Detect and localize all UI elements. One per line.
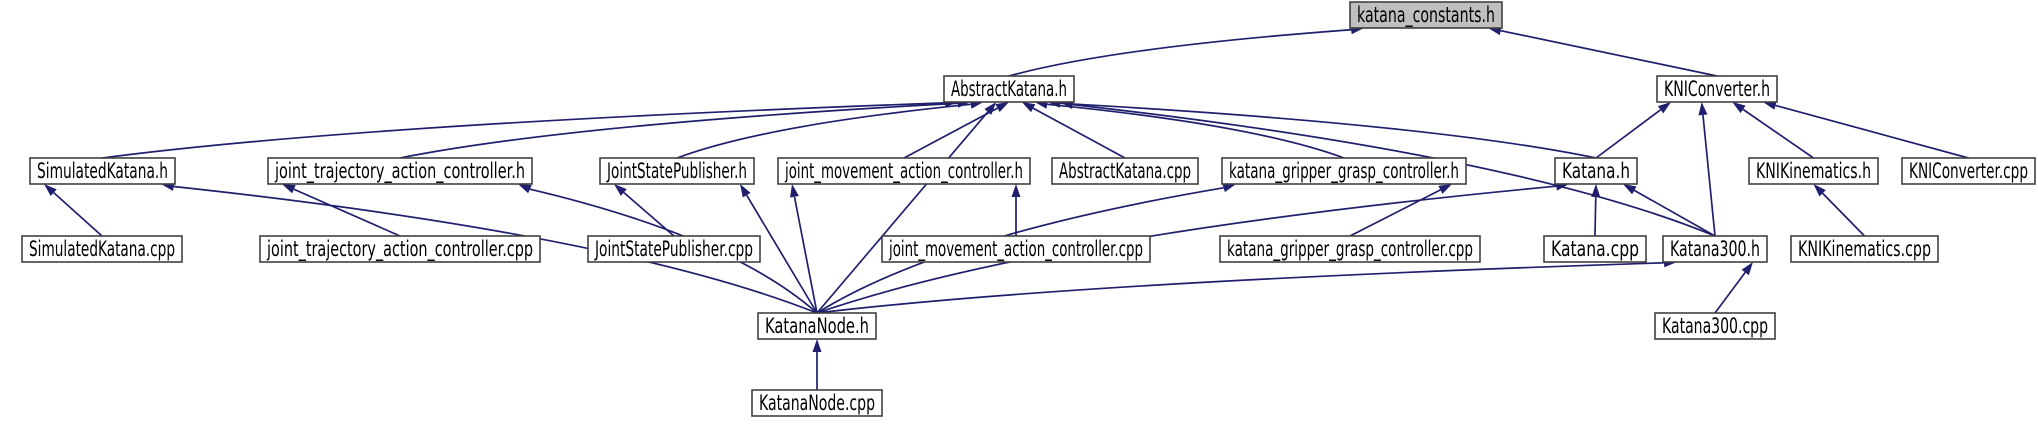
node-box-katana300_h[interactable] — [1662, 235, 1768, 263]
node-box-jointstatepublisher_cpp[interactable] — [587, 235, 761, 263]
edge-joint_movement_action_controller_h-to-abstract_katana_h — [903, 107, 998, 159]
arrowhead-katana_node_h-to-katana_gripper_grasp_controller_h — [1222, 183, 1236, 193]
arrowhead-abstract_katana_cpp-to-abstract_katana_h — [1021, 102, 1036, 113]
node-box-joint_movement_action_controller_h[interactable] — [777, 157, 1031, 185]
edge-kniconverter_cpp-to-kniconverter_h — [1775, 104, 1969, 159]
node-box-joint_trajectory_action_controller_cpp[interactable] — [259, 235, 541, 263]
node-box-abstract_katana_h[interactable] — [943, 75, 1075, 103]
arrowhead-simulated_katana_cpp-to-simulated_katana_h — [44, 184, 57, 197]
graph-node-katana_node_h[interactable]: KatanaNode.h — [757, 312, 877, 340]
edge-katana_cpp-to-katana_h — [1594, 196, 1597, 237]
arrowhead-katana_gripper_grasp_controller_cpp-to-katana_gripper_grasp_controller_h — [1438, 184, 1452, 194]
node-box-simulated_katana_cpp[interactable] — [21, 235, 183, 263]
graph-node-katana_h[interactable]: Katana.h — [1554, 157, 1638, 185]
arrowhead-joint_movement_action_controller_h-to-abstract_katana_h — [995, 102, 1009, 113]
graph-node-kniconverter_h[interactable]: KNIConverter.h — [1656, 75, 1778, 103]
arrowhead-kniconverter_cpp-to-kniconverter_h — [1763, 101, 1777, 110]
graph-node-jointstatepublisher_h[interactable]: JointStatePublisher.h — [599, 157, 755, 185]
node-box-kniconverter_cpp[interactable] — [1901, 157, 2036, 185]
edge-layer — [44, 25, 1969, 390]
arrowhead-katana_node_h-to-joint_movement_action_controller_h — [790, 184, 799, 198]
edge-simulated_katana_h-to-abstract_katana_h — [102, 101, 946, 159]
node-box-katana_gripper_grasp_controller_cpp[interactable] — [1219, 235, 1481, 263]
arrowhead-katana_node_h-to-jointstatepublisher_h — [740, 184, 751, 198]
arrowhead-katana_node_h-to-joint_trajectory_action_controller_h — [518, 184, 532, 194]
edge-katana_node_h-to-joint_movement_action_controller_h — [793, 196, 818, 314]
edge-jointstatepublisher_h-to-abstract_katana_h — [676, 103, 971, 159]
edge-kniconverter_h-to-katana_constants_h — [1500, 29, 1718, 77]
arrowhead-katana300_h-to-kniconverter_h — [1698, 102, 1708, 116]
graph-node-jointstatepublisher_cpp[interactable]: JointStatePublisher.cpp — [587, 235, 761, 263]
node-box-joint_movement_action_controller_cpp[interactable] — [881, 235, 1151, 263]
edge-katana_node_h-to-simulated_katana_h — [173, 185, 818, 314]
graph-node-simulated_katana_cpp[interactable]: SimulatedKatana.cpp — [21, 235, 183, 263]
graph-node-katana_node_cpp[interactable]: KatanaNode.cpp — [751, 389, 883, 417]
node-box-joint_trajectory_action_controller_h[interactable] — [267, 157, 533, 185]
node-box-jointstatepublisher_h[interactable] — [599, 157, 755, 185]
arrowhead-katana300_h-to-katana_h — [1623, 184, 1637, 195]
arrowhead-katana300_cpp-to-katana300_h — [1741, 262, 1753, 276]
graph-node-simulated_katana_h[interactable]: SimulatedKatana.h — [29, 157, 176, 185]
edge-jointstatepublisher_cpp-to-jointstatepublisher_h — [623, 191, 675, 237]
graph-node-abstract_katana_cpp[interactable]: AbstractKatana.cpp — [1051, 157, 1199, 185]
edge-katana_h-to-abstract_katana_h — [1060, 102, 1597, 159]
graph-node-knikinematics_cpp[interactable]: KNIKinematics.cpp — [1790, 235, 1939, 263]
node-box-knikinematics_cpp[interactable] — [1790, 235, 1939, 263]
node-box-kniconverter_h[interactable] — [1656, 75, 1778, 103]
arrowhead-joint_movement_action_controller_cpp-to-joint_movement_action_controller_h — [1011, 184, 1021, 197]
node-box-simulated_katana_h[interactable] — [29, 157, 176, 185]
arrowhead-knikinematics_h-to-kniconverter_h — [1732, 102, 1746, 114]
graph-node-katana300_h[interactable]: Katana300.h — [1662, 235, 1768, 263]
node-box-katana300_cpp[interactable] — [1654, 312, 1776, 340]
node-box-knikinematics_h[interactable] — [1748, 157, 1879, 185]
node-box-katana_node_cpp[interactable] — [751, 389, 883, 417]
edge-katana_h-to-kniconverter_h — [1595, 109, 1662, 159]
edge-katana_node_h-to-abstract_katana_h — [816, 111, 989, 314]
edge-katana_node_h-to-katana300_h — [816, 261, 1665, 314]
edge-katana300_h-to-kniconverter_h — [1702, 114, 1716, 237]
graph-node-knikinematics_h[interactable]: KNIKinematics.h — [1748, 157, 1879, 185]
node-box-katana_node_h[interactable] — [757, 312, 877, 340]
node-box-katana_gripper_grasp_controller_h[interactable] — [1221, 157, 1467, 185]
graph-node-katana_gripper_grasp_controller_cpp[interactable]: katana_gripper_grasp_controller.cpp — [1219, 235, 1481, 263]
arrowhead-katana_cpp-to-katana_h — [1591, 184, 1601, 198]
graph-node-kniconverter_cpp[interactable]: KNIConverter.cpp — [1901, 157, 2036, 185]
graph-node-joint_trajectory_action_controller_cpp[interactable]: joint_trajectory_action_controller.cpp — [259, 235, 541, 263]
edge-katana_gripper_grasp_controller_cpp-to-katana_gripper_grasp_controller_h — [1349, 189, 1441, 237]
arrowhead-katana_node_h-to-abstract_katana_h — [984, 102, 997, 115]
graph-node-katana_gripper_grasp_controller_h[interactable]: katana_gripper_grasp_controller.h — [1221, 157, 1467, 185]
edge-simulated_katana_cpp-to-simulated_katana_h — [53, 192, 103, 237]
edge-katana300_cpp-to-katana300_h — [1714, 271, 1746, 314]
graph-node-joint_movement_action_controller_cpp[interactable]: joint_movement_action_controller.cpp — [881, 235, 1151, 263]
edge-abstract_katana_cpp-to-abstract_katana_h — [1032, 107, 1126, 159]
arrowhead-jointstatepublisher_cpp-to-jointstatepublisher_h — [614, 184, 627, 196]
graph-node-katana_cpp[interactable]: Katana.cpp — [1543, 235, 1647, 263]
edge-katana_gripper_grasp_controller_h-to-abstract_katana_h — [1047, 103, 1345, 159]
arrowhead-katana_node_cpp-to-katana_node_h — [812, 339, 822, 352]
node-box-katana_h[interactable] — [1554, 157, 1638, 185]
edge-katana300_h-to-katana_h — [1633, 189, 1716, 237]
graph-node-joint_trajectory_action_controller_h[interactable]: joint_trajectory_action_controller.h — [267, 157, 533, 185]
graph-node-joint_movement_action_controller_h[interactable]: joint_movement_action_controller.h — [777, 157, 1031, 185]
edge-knikinematics_h-to-kniconverter_h — [1742, 108, 1814, 159]
edge-knikinematics_cpp-to-knikinematics_h — [1821, 192, 1866, 237]
graph-node-katana_constants_h[interactable]: katana_constants.h — [1349, 1, 1503, 29]
graph-node-abstract_katana_h[interactable]: AbstractKatana.h — [943, 75, 1075, 103]
node-box-abstract_katana_cpp[interactable] — [1051, 157, 1199, 185]
arrowhead-joint_trajectory_action_controller_cpp-to-joint_trajectory_action_controller_h — [282, 184, 296, 194]
edge-joint_trajectory_action_controller_cpp-to-joint_trajectory_action_controller_h — [293, 188, 401, 237]
node-box-katana_cpp[interactable] — [1543, 235, 1647, 263]
arrowhead-knikinematics_cpp-to-knikinematics_h — [1813, 184, 1826, 197]
edge-katana_node_h-to-jointstatepublisher_h — [745, 194, 818, 314]
edge-abstract_katana_h-to-katana_constants_h — [1008, 28, 1352, 77]
graph-node-katana300_cpp[interactable]: Katana300.cpp — [1654, 312, 1776, 340]
edge-joint_trajectory_action_controller_h-to-abstract_katana_h — [399, 102, 958, 159]
arrowhead-katana_h-to-kniconverter_h — [1657, 102, 1671, 114]
node-box-katana_constants_h[interactable] — [1349, 1, 1503, 29]
